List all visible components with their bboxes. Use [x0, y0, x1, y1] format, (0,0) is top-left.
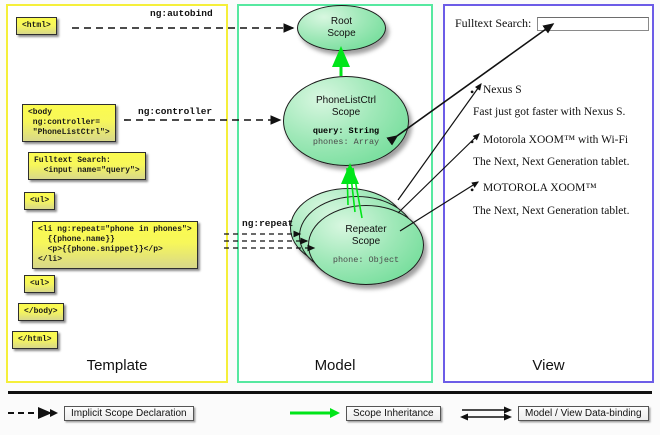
code-box-body-open: <body ng:controller= "PhoneListCtrl"> — [22, 104, 116, 142]
code-box-ul-close: <ul> — [24, 275, 56, 293]
list-item-snippet: The Next, Next Generation tablet. — [473, 205, 630, 217]
view-search-row: Fulltext Search: — [455, 16, 650, 31]
list-item[interactable]: • MOTOROLA XOOM™ — [470, 182, 597, 197]
prop-phone: phone: Object — [332, 255, 400, 265]
list-item-snippet: The Next, Next Generation tablet. — [473, 156, 630, 168]
legend-item-scope-inheritance: Scope Inheritance — [288, 405, 441, 421]
legend-label-inheritance: Scope Inheritance — [346, 405, 441, 421]
legend-item-implicit-scope: Implicit Scope Declaration — [6, 405, 194, 421]
bullet-icon: • — [470, 85, 475, 99]
edge-label-ng-autobind: ng:autobind — [150, 8, 213, 19]
panel-label-view: View — [532, 357, 565, 374]
green-arrow-icon — [290, 408, 340, 418]
legend: Implicit Scope Declaration Scope Inherit… — [0, 398, 660, 434]
dashed-arrow-icon — [8, 407, 58, 419]
panel-view: Fulltext Search: • Nexus S Fast just got… — [443, 4, 654, 383]
bullet-icon: • — [470, 135, 475, 149]
prop-query: query: String — [312, 125, 380, 136]
prop-phones: phones: Array — [312, 136, 380, 147]
legend-divider — [8, 391, 652, 394]
phonelistctrl-scope-props: query: String phones: Array — [313, 126, 379, 148]
legend-label-databinding: Model / View Data-binding — [518, 405, 649, 421]
code-box-html-open: <html> — [16, 17, 57, 35]
legend-item-data-binding: Model / View Data-binding — [460, 405, 649, 421]
list-item-name: Motorola XOOM™ with Wi-Fi — [483, 134, 629, 146]
list-item-snippet: Fast just got faster with Nexus S. — [473, 106, 626, 118]
code-box-html-close: </html> — [12, 331, 58, 349]
list-item[interactable]: • Motorola XOOM™ with Wi-Fi — [470, 134, 629, 149]
code-box-search: Fulltext Search: <input name="query"> — [28, 152, 146, 180]
code-box-ul-open: <ul> — [24, 192, 56, 210]
fulltext-search-input[interactable] — [537, 16, 650, 31]
list-item-name: MOTOROLA XOOM™ — [483, 182, 597, 194]
edge-label-ng-controller: ng:controller — [138, 106, 213, 117]
edge-label-ng-repeat: ng:repeat — [242, 218, 294, 229]
list-item[interactable]: • Nexus S — [470, 84, 522, 99]
bullet-icon: • — [470, 183, 475, 197]
list-item-name: Nexus S — [483, 84, 522, 96]
fulltext-search-label: Fulltext Search: — [455, 16, 532, 30]
repeater-scope-props: phone: Object — [333, 255, 399, 266]
code-box-body-close: </body> — [18, 303, 64, 321]
panel-label-model: Model — [314, 357, 356, 374]
legend-label-implicit: Implicit Scope Declaration — [64, 405, 194, 421]
panel-label-template: Template — [86, 357, 148, 374]
code-box-li-repeat: <li ng:repeat="phone in phones"> {{phone… — [32, 221, 198, 269]
double-arrow-icon — [460, 406, 512, 421]
